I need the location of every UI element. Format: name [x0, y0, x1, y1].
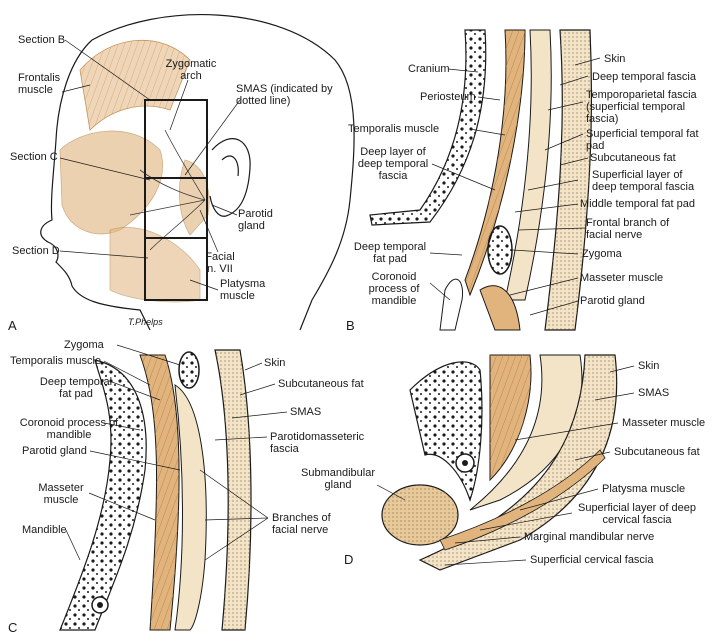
label-zygoma-c: Zygoma [64, 339, 104, 351]
label-deep-temporal-fat-pad-b: Deep temporal fat pad [352, 241, 428, 265]
panel-letter-a: A [8, 318, 17, 333]
label-cranium: Cranium [408, 63, 450, 75]
label-parotid-gland-a: Parotid gland [238, 208, 286, 232]
label-skin-d: Skin [638, 360, 659, 372]
label-zygomatic-arch: Zygomatic arch [160, 58, 222, 82]
label-platysma-a: Platysma muscle [220, 278, 280, 302]
label-coronoid-b: Coronoid process of mandible [360, 271, 428, 307]
label-subcutaneous-fat-b: Subcutaneous fat [590, 152, 676, 164]
label-parotid-gland-b: Parotid gland [580, 295, 645, 307]
label-superficial-layer-deep-cervical-fascia: Superficial layer of deep cervical fasci… [572, 502, 702, 526]
label-smas-c: SMAS [290, 406, 321, 418]
label-platysma-d: Platysma muscle [602, 483, 685, 495]
label-submandibular-gland: Submandibular gland [296, 467, 380, 491]
label-deep-layer-deep-temporal-fascia: Deep layer of deep temporal fascia [348, 146, 438, 182]
panel-letter-c: C [8, 620, 17, 635]
label-temporalis-c: Temporalis muscle [10, 355, 101, 367]
label-parotid-gland-c: Parotid gland [22, 445, 87, 457]
label-masseter-c: Masseter muscle [30, 482, 92, 506]
label-subcutaneous-fat-c: Subcutaneous fat [278, 378, 364, 390]
label-section-b: Section B [18, 34, 65, 46]
label-parotidomasseteric-fascia: Parotidomasseteric fascia [270, 431, 360, 455]
label-zygoma-b: Zygoma [582, 248, 622, 260]
label-marginal-mandibular-nerve: Marginal mandibular nerve [524, 531, 654, 543]
label-deep-temporal-fascia: Deep temporal fascia [592, 71, 696, 83]
label-superficial-cervical-fascia: Superficial cervical fascia [530, 554, 654, 566]
label-branches-facial-nerve: Branches of facial nerve [272, 512, 348, 536]
label-temporalis-b: Temporalis muscle [348, 123, 439, 135]
label-mandible: Mandible [22, 524, 67, 536]
label-section-c: Section C [10, 151, 58, 163]
label-middle-temporal-fat-pad: Middle temporal fat pad [580, 198, 695, 210]
label-subcutaneous-fat-d: Subcutaneous fat [614, 446, 700, 458]
label-smas-d: SMAS [638, 387, 669, 399]
label-skin-c: Skin [264, 357, 285, 369]
panel-letter-b: B [346, 318, 355, 333]
label-frontalis-muscle: Frontalis muscle [18, 72, 86, 96]
label-temporoparietal-fascia: Temporoparietal fascia (superficial temp… [586, 89, 706, 125]
label-superficial-layer-deep-temporal-fascia: Superficial layer of deep temporal fasci… [592, 169, 707, 193]
label-skin-b: Skin [604, 53, 625, 65]
label-deep-temporal-fat-pad-c: Deep temporal fat pad [36, 376, 116, 400]
label-masseter-b: Masseter muscle [580, 272, 663, 284]
label-facial-nerve: Facial n. VII [200, 251, 240, 275]
panel-letter-d: D [344, 552, 353, 567]
label-masseter-d: Masseter muscle [622, 417, 705, 429]
label-superficial-temporal-fat-pad: Superficial temporal fat pad [586, 128, 704, 152]
label-smas-a: SMAS (indicated by dotted line) [236, 83, 336, 107]
label-coronoid-c: Coronoid process of mandible [14, 417, 124, 441]
artist-signature: T.Phelps [128, 316, 163, 328]
label-section-d: Section D [12, 245, 60, 257]
label-frontal-branch-facial-nerve: Frontal branch of facial nerve [586, 217, 696, 241]
label-periosteum: Periosteum [420, 91, 476, 103]
